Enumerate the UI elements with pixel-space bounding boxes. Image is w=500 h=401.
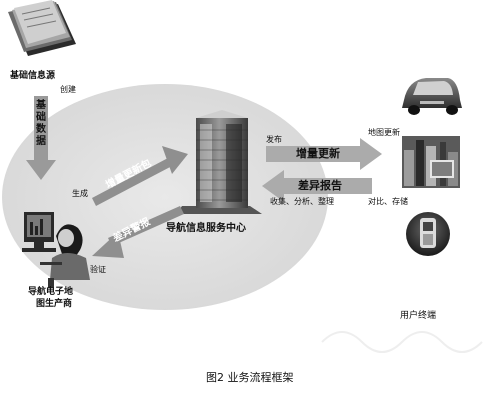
increment-update-label: 增量更新 [296,147,340,160]
city-terminal-icon [402,136,460,188]
diff-report-label: 差异报告 [298,179,342,192]
terminal-label: 用户终端 [400,311,437,321]
worker-computer-icon [22,212,90,288]
producer-label-line2: 图生产商 [36,299,73,309]
car-icon [402,78,462,115]
collect-label: 收集、分析、整理 [270,197,334,206]
publish-label: 发布 [266,135,282,144]
map-update-label: 地图更新 [368,128,400,137]
producer-label-line1: 导航电子地 [28,287,74,297]
generate-label: 生成 [72,189,88,198]
diff-report-arrow [262,170,372,202]
center-label: 导航信息服务中心 [166,223,246,234]
increment-package-arrow [92,146,188,206]
create-label: 创建 [60,85,76,94]
diff-alarm-arrow [92,206,184,258]
figure-caption: 图2 业务流程框架 [206,371,294,384]
verify-label: 验证 [90,265,106,274]
building-icon [176,110,262,214]
phone-icon [406,212,450,256]
basic-data-label: 基础数据 [36,100,46,147]
compare-label: 对比、存储 [368,197,408,206]
source-down-arrow [26,96,56,180]
watermark-graphic [321,331,483,353]
source-label: 基础信息源 [10,71,56,81]
increment-update-arrow [266,138,382,170]
documents-icon [8,0,76,56]
